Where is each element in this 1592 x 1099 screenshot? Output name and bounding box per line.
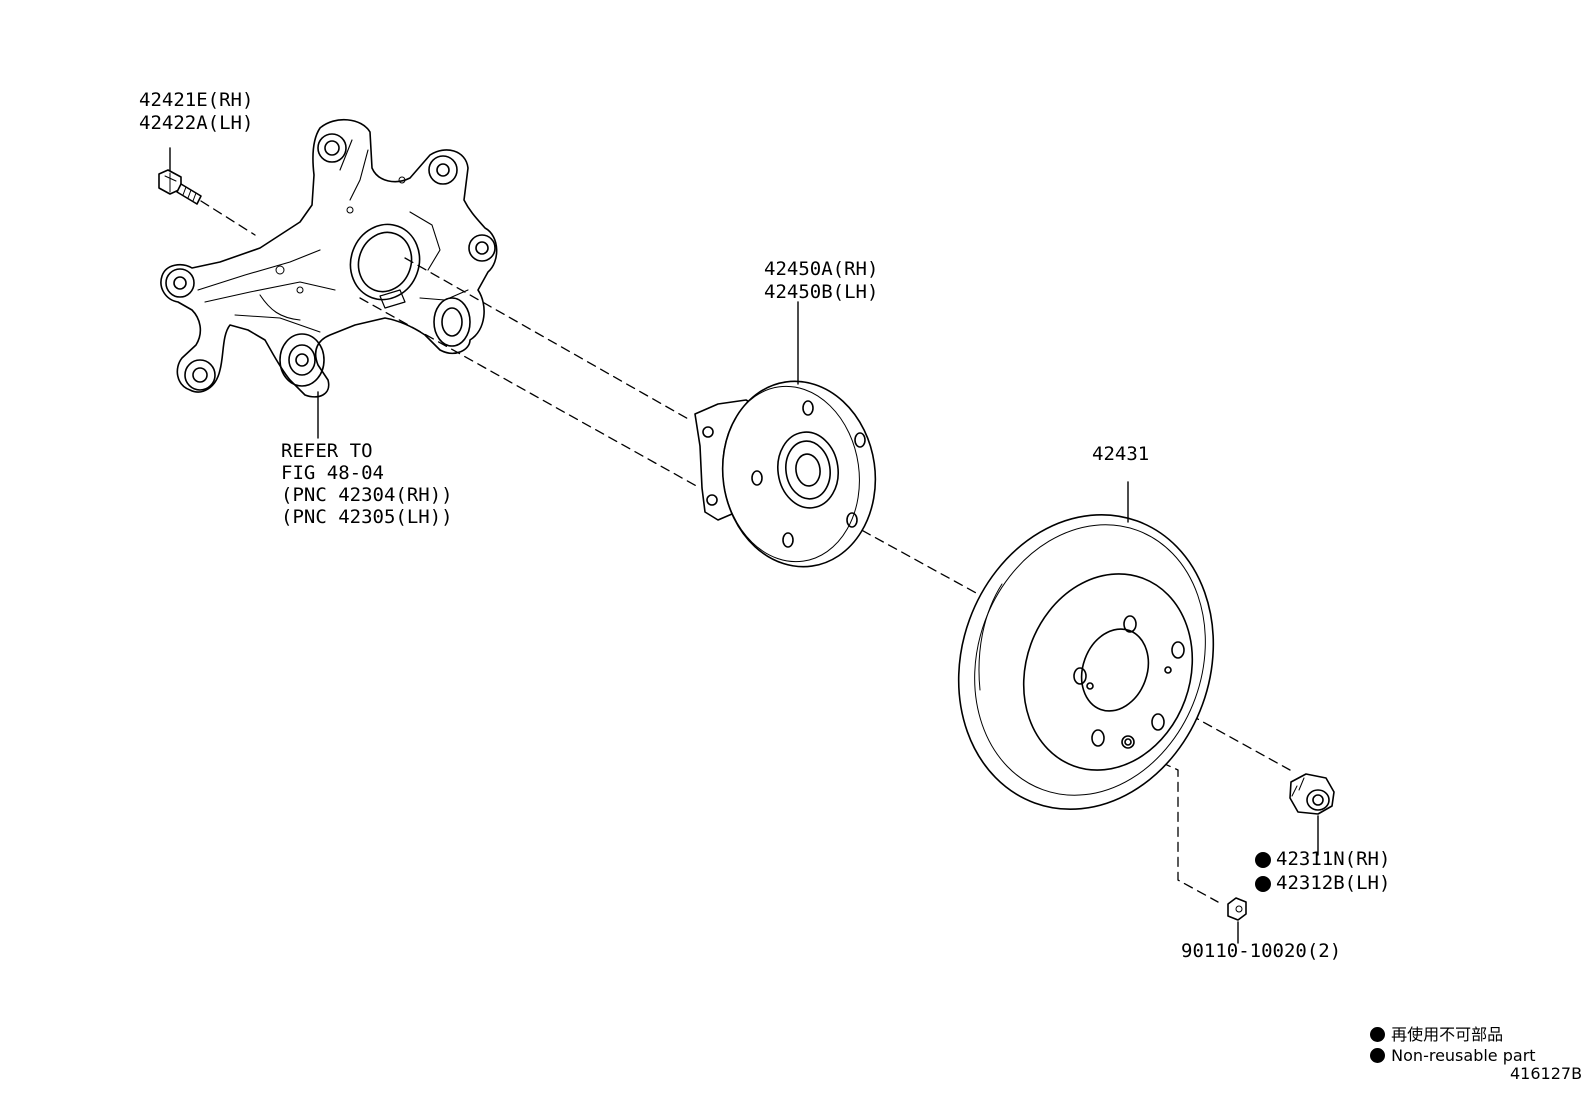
screw-part-number: 90110-10020(2): [1181, 940, 1342, 962]
disc-part-number: 42431: [1092, 443, 1150, 465]
non-reusable-markers: [1255, 852, 1271, 892]
screw-part: [1227, 897, 1247, 944]
nut-part-number-rh: 42311N(RH): [1276, 848, 1391, 870]
hub-part-number-lh: 42450B(LH): [764, 281, 879, 303]
legend-english-text: Non-reusable part: [1391, 1046, 1536, 1065]
figure-id: 416127B: [1510, 1064, 1583, 1083]
bolt-part-number-lh: 42422A(LH): [139, 112, 254, 134]
knuckle-reference-line-1: REFER TO: [281, 440, 373, 462]
brake-disc-part: [957, 481, 1215, 810]
hub-nut-part: [1289, 773, 1335, 856]
nut-part-number-lh: 42312B(LH): [1276, 872, 1391, 894]
filled-circle-icon: [1255, 876, 1271, 892]
bolt-part: [158, 147, 202, 205]
legend-english: Non-reusable part: [1360, 1027, 1536, 1065]
hub-part-number-rh: 42450A(RH): [764, 258, 879, 280]
bolt-part-number-rh: 42421E(RH): [139, 89, 254, 111]
knuckle-reference-line-4: (PNC 42305(LH)): [281, 506, 453, 528]
legend-japanese-text: 再使用不可部品: [1391, 1025, 1504, 1044]
knuckle-reference-line-2: FIG 48-04: [281, 462, 384, 484]
knuckle-reference-line-3: (PNC 42304(RH)): [281, 484, 453, 506]
hub-bearing-part: [694, 301, 877, 568]
filled-circle-icon: [1255, 852, 1271, 868]
filled-circle-icon: [1370, 1027, 1386, 1042]
knuckle-part: [160, 119, 498, 439]
filled-circle-icon: [1370, 1048, 1386, 1063]
legend-japanese: 再使用不可部品: [1360, 1002, 1503, 1045]
